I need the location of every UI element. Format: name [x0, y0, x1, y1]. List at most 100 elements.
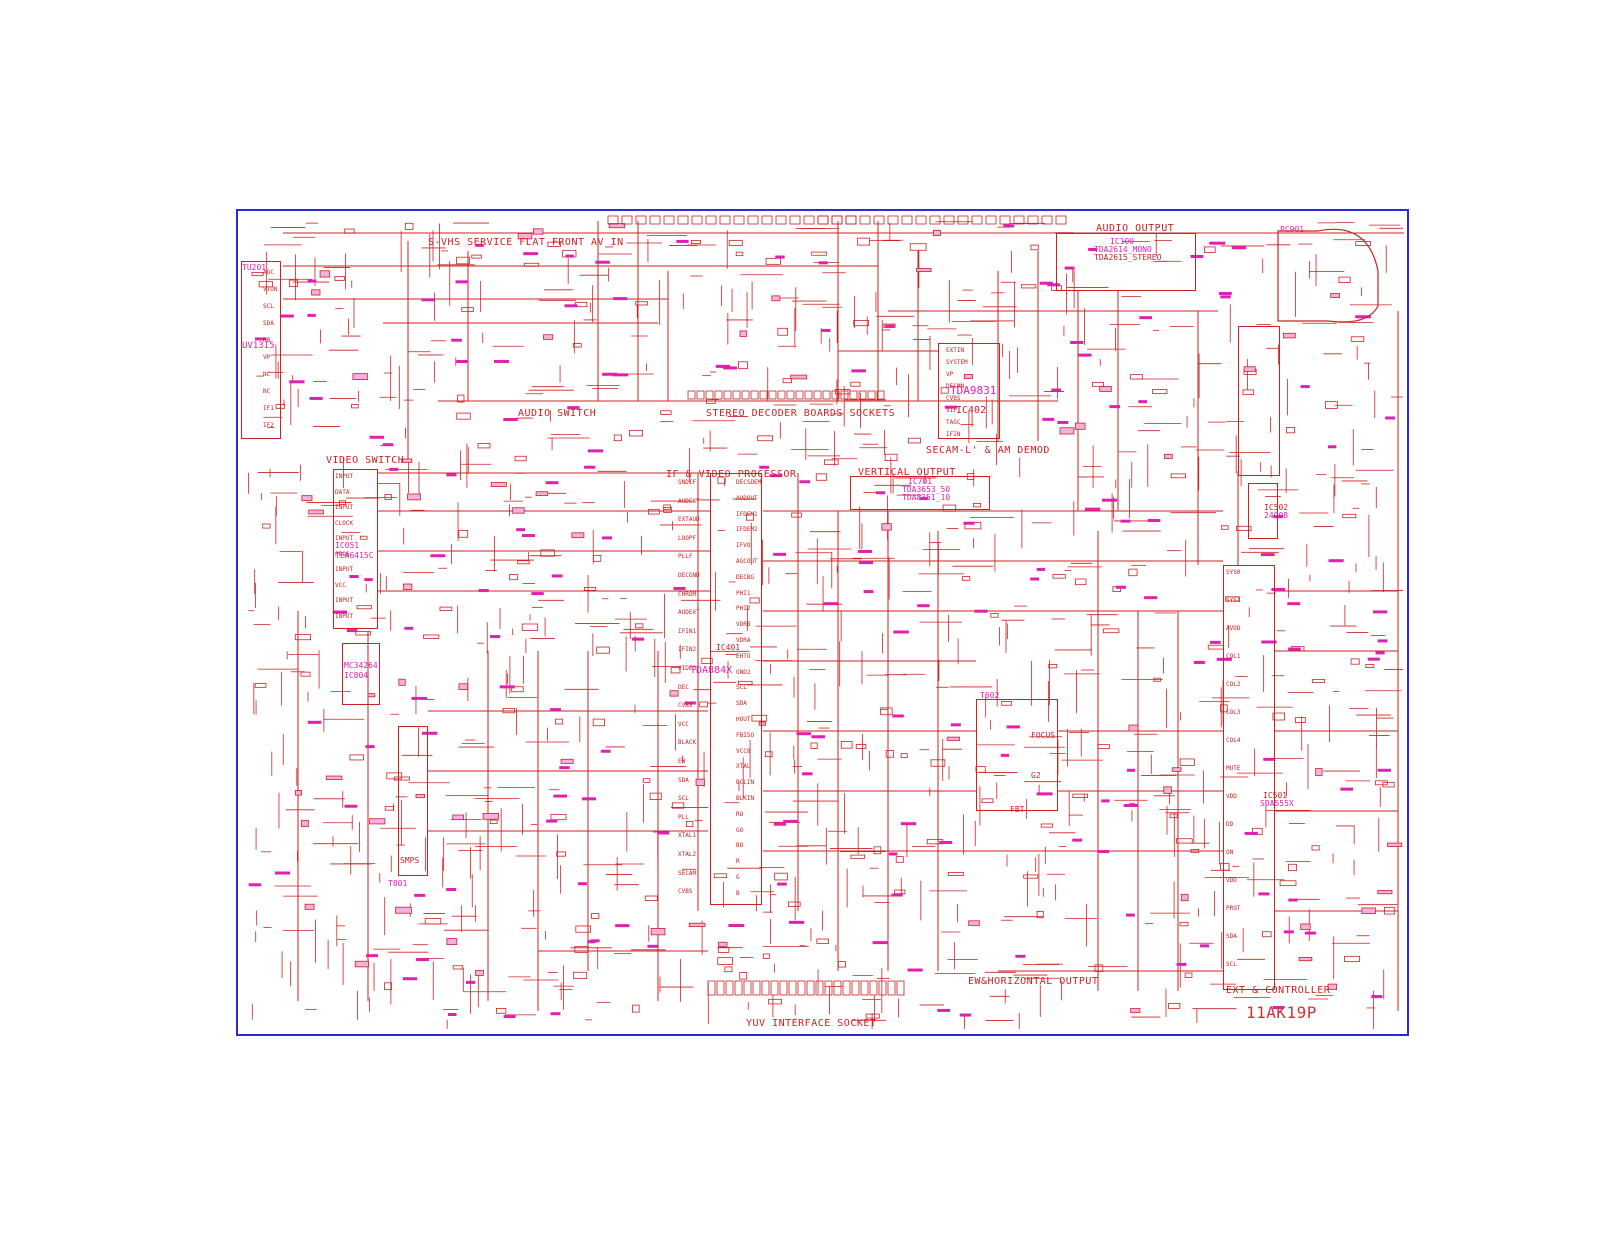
part-reference-mark: [478, 589, 489, 593]
ic701-name1: TDA3653_50: [902, 485, 951, 494]
part-reference-mark: [430, 554, 446, 558]
part-reference-mark: [891, 893, 903, 897]
component-outline: [1300, 923, 1311, 930]
ic402-pin: VP: [946, 371, 954, 378]
component-outline: [1377, 890, 1393, 895]
part-reference-mark: [1304, 931, 1316, 935]
component-outline: [1021, 284, 1037, 289]
part-reference-mark: [892, 714, 904, 718]
component-outline: [739, 972, 748, 980]
component-outline: [713, 873, 728, 879]
ew-horizontal-title: EW&HORIZONTAL OUTPUT: [968, 976, 1099, 987]
component-outline: [734, 980, 743, 996]
component-outline: [791, 512, 802, 518]
component-outline: [1180, 893, 1189, 902]
ic804-name: MC34264: [344, 661, 378, 670]
part-reference-mark: [863, 590, 874, 594]
part-reference-mark: [1123, 803, 1139, 807]
part-reference-mark: [280, 314, 294, 318]
part-reference-mark: [446, 473, 457, 477]
ic804-block: [342, 643, 380, 705]
yuv-socket-title: YUV INTERFACE SOCKET: [746, 1018, 877, 1029]
component-outline: [452, 814, 465, 821]
component-outline: [1153, 677, 1162, 682]
part-reference-mark: [446, 887, 457, 891]
part-reference-mark: [523, 252, 538, 256]
component-outline: [884, 453, 898, 461]
component-outline: [762, 953, 770, 959]
component-outline: [540, 549, 555, 557]
part-reference-mark: [1139, 316, 1153, 320]
component-outline: [1279, 880, 1297, 887]
part-reference-mark: [728, 924, 745, 928]
component-outline: [787, 901, 801, 907]
component-outline: [1168, 1002, 1181, 1009]
component-outline: [517, 560, 530, 565]
component-outline: [743, 980, 752, 996]
part-reference-mark: [553, 794, 567, 798]
part-reference-mark: [1120, 519, 1131, 523]
component-outline: [768, 390, 777, 400]
part-reference-mark: [684, 701, 696, 705]
part-reference-mark: [1190, 254, 1204, 258]
ic401-pin: VIDEO: [678, 665, 697, 672]
component-outline: [822, 390, 831, 400]
fbt-ref: T602: [980, 691, 1000, 700]
ic501-pin: SYS0: [1226, 569, 1241, 576]
component-outline: [663, 504, 671, 510]
part-reference-mark: [1072, 838, 1083, 842]
ic701-ref: IC701: [908, 477, 933, 486]
component-outline: [691, 215, 703, 225]
part-reference-mark: [364, 578, 373, 582]
component-outline: [1094, 964, 1104, 972]
ic401-right-pin: SDA: [736, 700, 747, 708]
component-outline: [543, 334, 554, 340]
part-reference-mark: [382, 443, 394, 447]
component-outline: [815, 980, 824, 996]
fbt-name: FBT: [1010, 805, 1025, 814]
part-reference-mark: [307, 279, 317, 283]
component-outline: [289, 279, 298, 287]
part-reference-mark: [366, 954, 378, 958]
ic501-pin: ON: [1226, 849, 1234, 856]
component-outline: [607, 215, 619, 225]
component-outline: [294, 790, 302, 796]
part-reference-mark: [900, 822, 917, 826]
component-outline: [456, 412, 471, 420]
part-reference-mark: [1367, 657, 1380, 661]
tuner-pin: VP: [263, 354, 271, 361]
component-outline: [824, 459, 839, 465]
component-outline: [456, 256, 470, 265]
component-outline: [985, 215, 997, 225]
component-outline: [859, 215, 871, 225]
part-reference-mark: [1220, 295, 1231, 299]
component-outline: [707, 980, 716, 996]
component-outline: [635, 623, 644, 629]
component-outline: [490, 482, 507, 487]
component-outline: [850, 381, 861, 387]
part-reference-mark: [567, 406, 580, 410]
component-outline: [971, 215, 983, 225]
component-outline: [1030, 244, 1039, 251]
ic401-pin: XTAL2: [678, 851, 697, 858]
part-reference-mark: [1084, 507, 1101, 511]
ic051-pin: INPUT: [335, 566, 354, 573]
ic402-pin: VIF: [946, 407, 957, 414]
part-reference-mark: [1115, 585, 1127, 589]
component-outline: [1221, 525, 1229, 530]
component-outline: [758, 721, 766, 726]
component-outline: [943, 215, 955, 225]
component-outline: [458, 683, 469, 691]
part-reference-mark: [1300, 385, 1310, 389]
ic100-name1: TDA2614_MONO: [1094, 245, 1152, 254]
component-outline: [957, 215, 969, 225]
component-outline: [895, 856, 904, 863]
component-outline: [855, 744, 867, 749]
svhs-section-title: S-VHS SERVICE FLAT FRONT AV IN: [428, 237, 624, 248]
component-outline: [1152, 389, 1168, 395]
component-outline: [650, 928, 666, 936]
component-outline: [716, 980, 725, 996]
component-outline: [300, 671, 311, 677]
part-reference-mark: [631, 637, 645, 641]
part-reference-mark: [823, 602, 838, 606]
